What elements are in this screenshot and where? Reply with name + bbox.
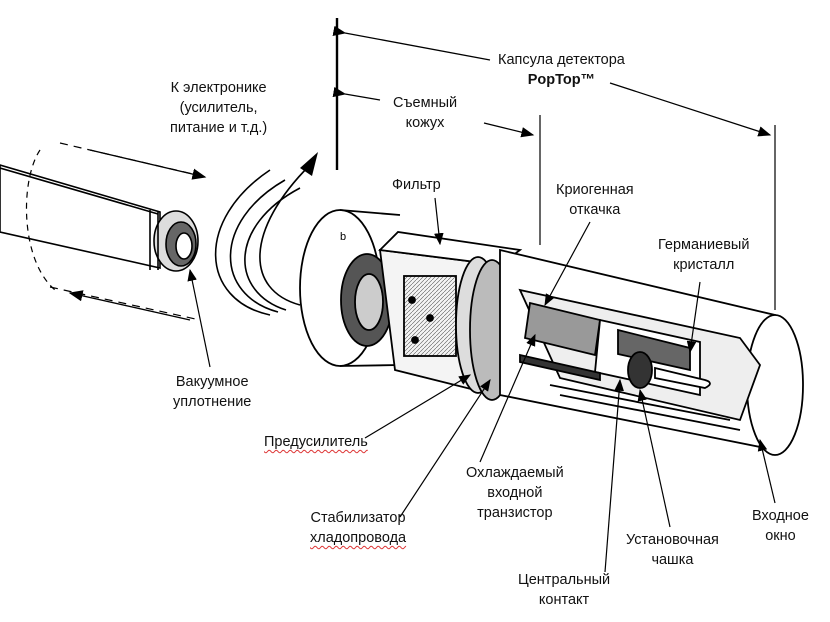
leader-lines <box>187 197 776 573</box>
label-mounting-cup: Установочная чашка <box>626 532 719 568</box>
cryostat-arm <box>0 142 211 321</box>
detector-capsule <box>299 209 804 456</box>
label-electronics: К электронике (усилитель, питание и т.д.… <box>170 80 268 136</box>
svg-text:b: b <box>340 231 346 243</box>
label-vacuum-seal: Вакуумное уплотнение <box>173 374 252 410</box>
label-coldfinger-stabilizer: Стабилизатор хладопровода <box>310 510 407 546</box>
label-germanium-crystal: Германиевый кристалл <box>658 237 750 273</box>
cables <box>214 164 311 316</box>
label-filter: Фильтр <box>392 177 441 193</box>
label-preamplifier: Предусилитель <box>264 434 368 450</box>
label-cooled-fet: Охлаждаемый входной транзистор <box>466 465 564 521</box>
label-removable-cover: Съемный кожух <box>393 95 458 131</box>
label-center-contact: Центральный контакт <box>518 572 611 608</box>
label-capsule: Капсула детектора PopTop™ <box>498 52 625 88</box>
label-cryo-pump: Криогенная откачка <box>556 182 634 218</box>
label-entrance-window: Входное окно <box>752 508 809 544</box>
